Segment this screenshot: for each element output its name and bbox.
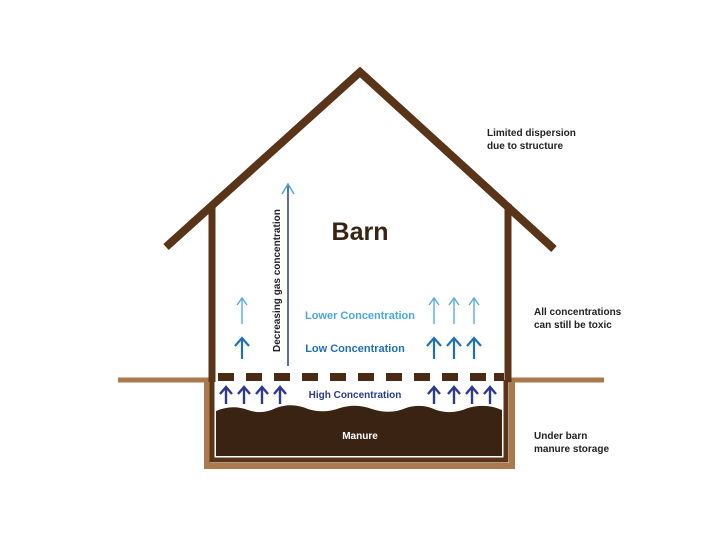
up-arrow-icon (446, 336, 462, 359)
up-arrow-icon (428, 296, 440, 324)
manure-pit-outline (204, 380, 515, 469)
up-arrow-icon (483, 385, 497, 404)
label-high-concentration: High Concentration (309, 390, 402, 401)
annotation-toxic-line1: All concentrations (534, 307, 622, 318)
gradient-arrow-head (281, 182, 295, 195)
up-arrow-icon (273, 385, 287, 404)
slatted-floor (218, 373, 504, 381)
up-arrow-icon (236, 296, 248, 324)
annotation-dispersion-line2: due to structure (487, 141, 564, 152)
up-arrow-icon (219, 385, 233, 404)
lower-concentration-arrows (236, 296, 480, 324)
gradient-axis-label: Decreasing gas concentration (272, 209, 283, 352)
up-arrow-icon (234, 336, 250, 359)
up-arrow-icon (237, 385, 251, 404)
up-arrow-icon (448, 296, 460, 324)
barn-roof (163, 66, 557, 252)
label-manure: Manure (342, 431, 378, 442)
up-arrow-icon (426, 336, 442, 359)
annotation-storage-line2: manure storage (534, 444, 609, 455)
up-arrow-icon (465, 385, 479, 404)
up-arrow-icon (466, 336, 482, 359)
up-arrow-icon (468, 296, 480, 324)
up-arrow-icon (427, 385, 441, 404)
annotation-dispersion-line1: Limited dispersion (487, 128, 576, 139)
annotation-toxic-line2: can still be toxic (534, 320, 612, 331)
title-barn: Barn (332, 218, 389, 246)
barn-foundation (209, 380, 509, 463)
high-concentration-arrows (219, 385, 497, 404)
low-concentration-arrows (234, 336, 482, 359)
manure-fill (216, 405, 502, 456)
up-arrow-icon (447, 385, 461, 404)
label-low-concentration: Low Concentration (305, 343, 405, 355)
annotation-storage-line1: Under barn (534, 431, 587, 442)
up-arrow-icon (255, 385, 269, 404)
label-lower-concentration: Lower Concentration (305, 310, 415, 322)
